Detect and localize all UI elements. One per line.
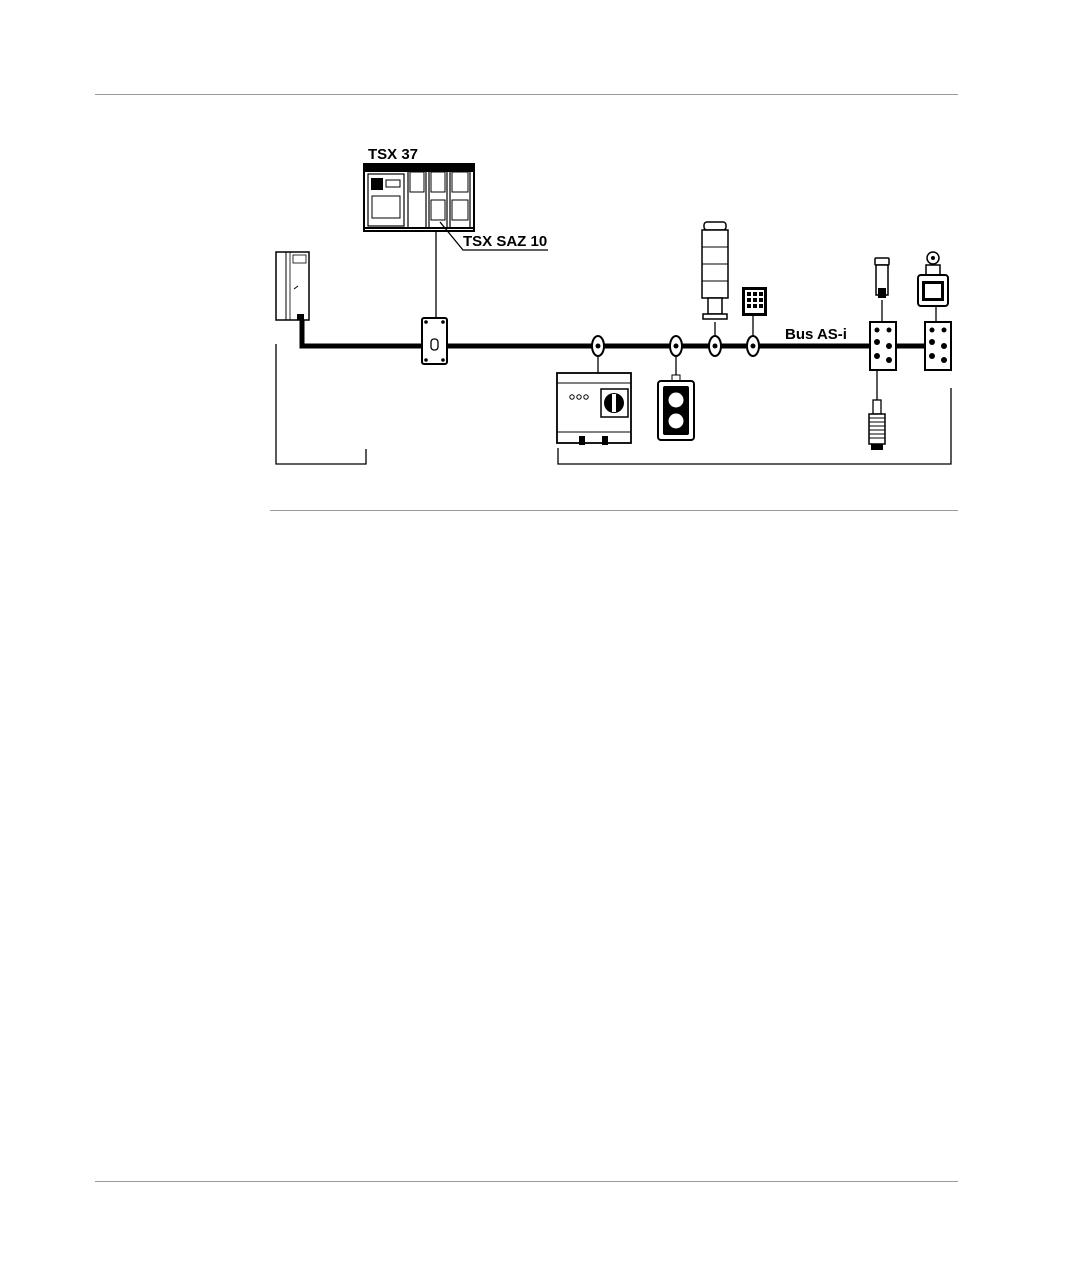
header-rule: [95, 94, 958, 95]
footer-rule: [95, 1181, 958, 1182]
bracket-left: [275, 344, 367, 465]
inductive-sensor-icon: [868, 399, 886, 450]
limit-switch-icon: [874, 257, 890, 298]
bracket-right: [557, 388, 952, 465]
master-module-label: TSX SAZ 10: [463, 233, 547, 250]
bus-label: Bus AS-i: [785, 326, 847, 343]
bus-connector-3: [708, 335, 722, 357]
bus-connector-4: [746, 335, 760, 357]
keypad-icon: [742, 287, 767, 316]
plc-label: TSX 37: [368, 146, 418, 163]
plc-rack-icon: [363, 163, 475, 232]
bus-connector-2: [669, 335, 683, 357]
master-module-leader: [439, 221, 548, 251]
power-supply-icon: [275, 251, 310, 321]
tap-box-icon: [421, 317, 448, 365]
io-interface-icon: [869, 321, 897, 371]
as-i-bus-cable: [299, 320, 951, 349]
position-switch-icon: [917, 251, 949, 307]
bus-connector-1: [591, 335, 605, 357]
motor-starter-icon: [556, 372, 632, 445]
io-interface-icon: [924, 321, 952, 371]
pushbutton-station-icon: [657, 374, 695, 441]
figure-rule: [270, 510, 958, 511]
signal-tower-icon: [701, 221, 729, 320]
